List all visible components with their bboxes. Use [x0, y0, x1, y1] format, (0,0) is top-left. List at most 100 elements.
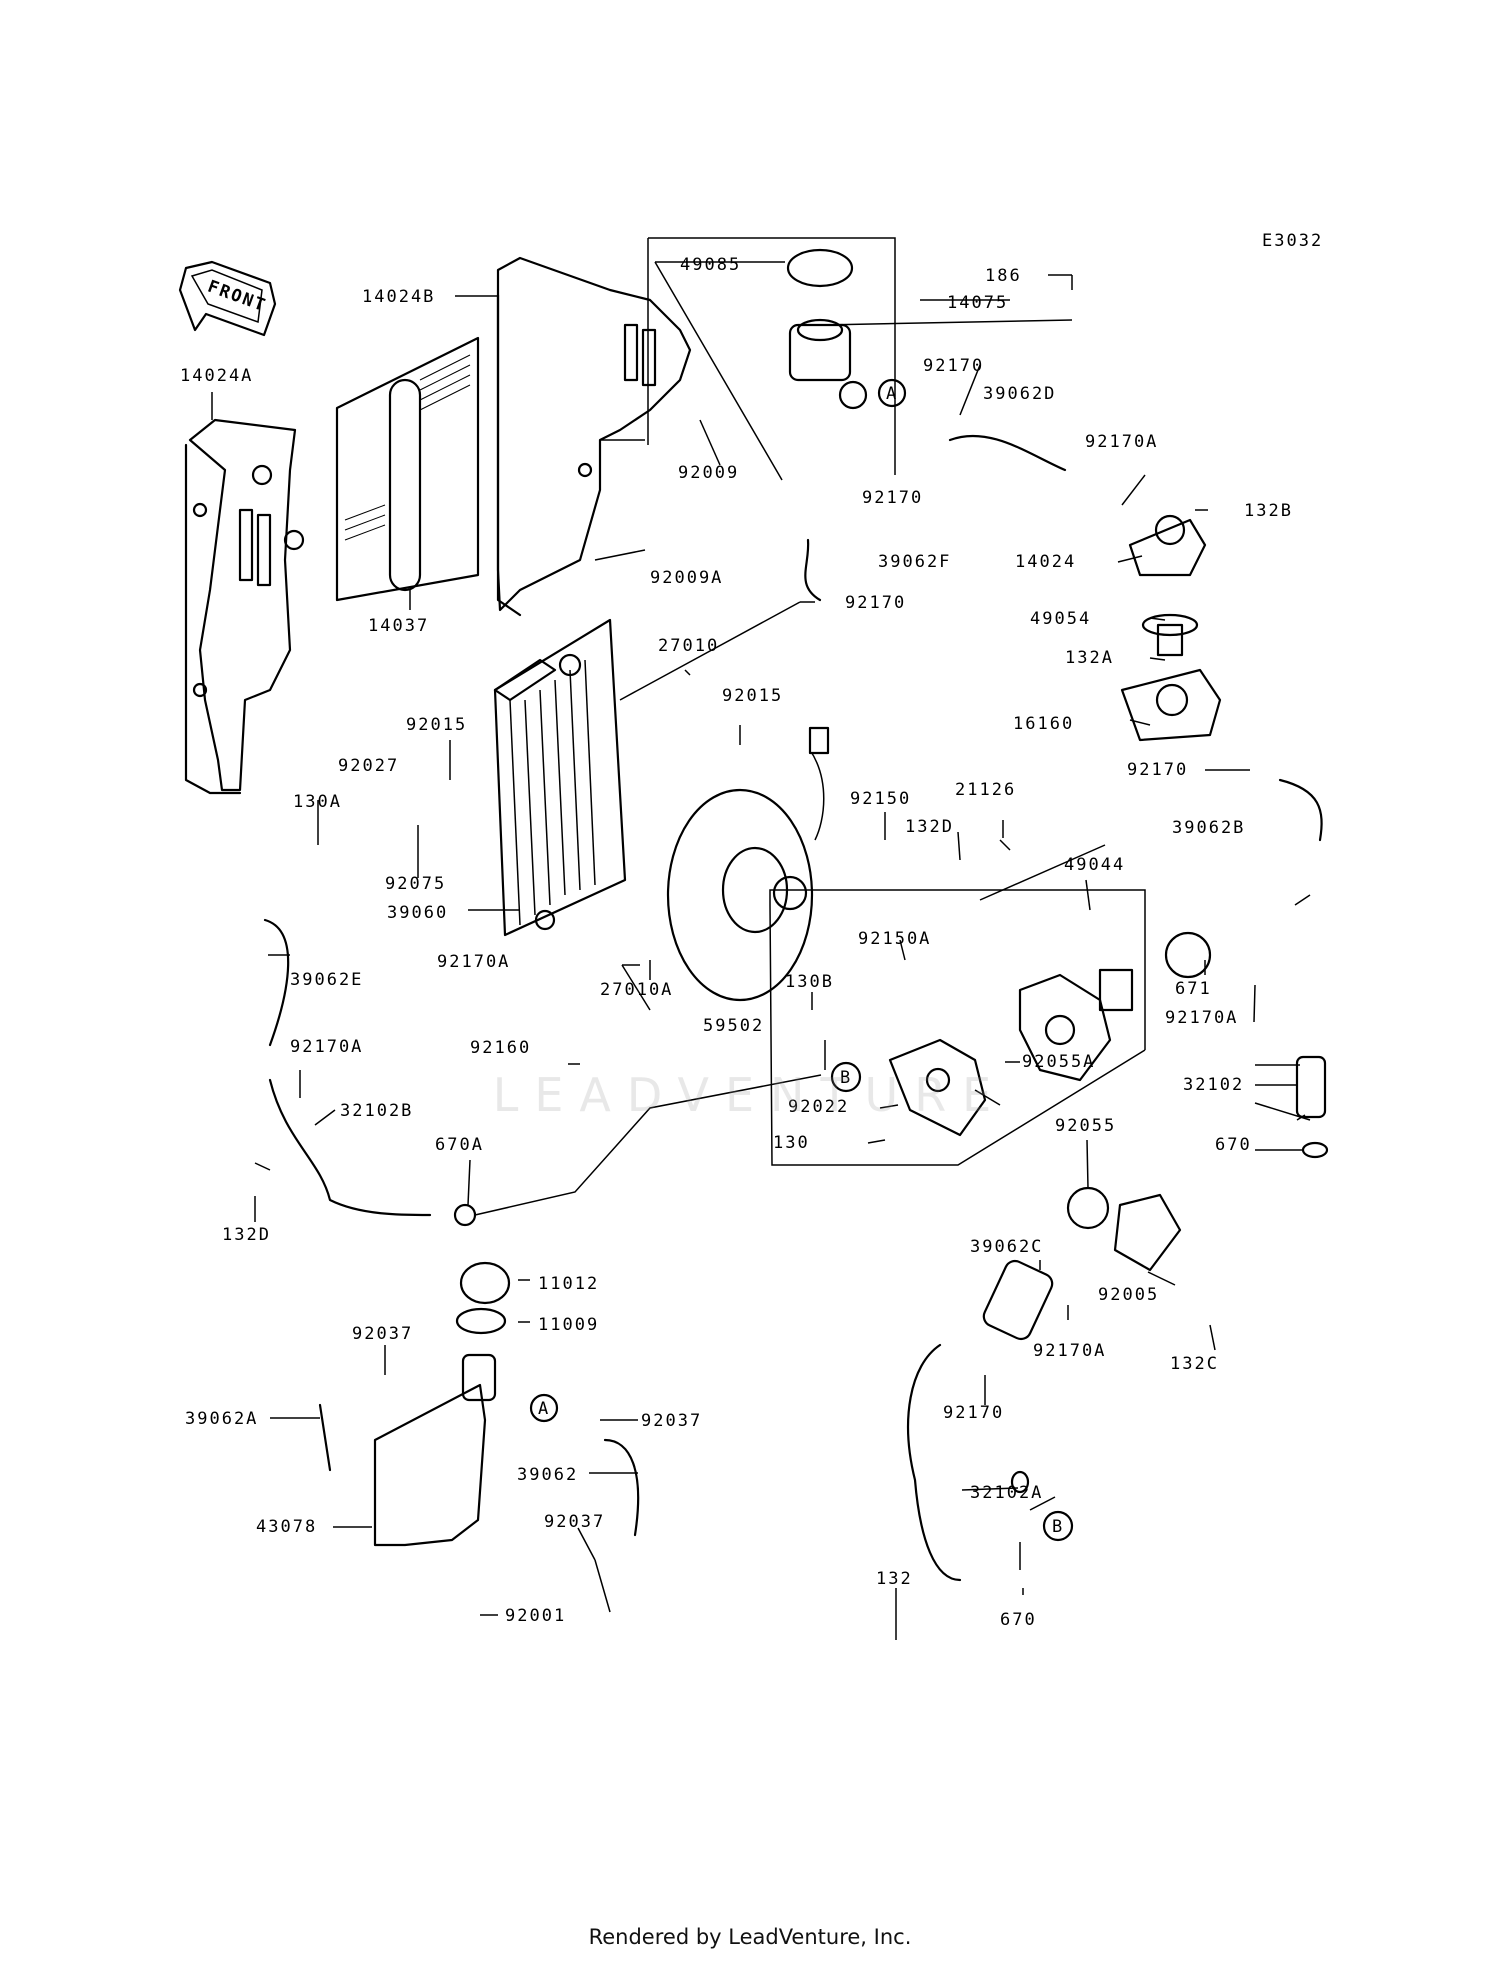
- pipe-32102: [1295, 1055, 1327, 1119]
- part-label-14024: 14024: [1015, 552, 1076, 572]
- leader-lines: [211, 237, 1311, 1640]
- part-label-39062C: 39062C: [970, 1237, 1043, 1257]
- diagram-code: E3032: [1262, 231, 1323, 251]
- part-labels: 14024B 49085 186 14075 14024A 92170 3906…: [180, 255, 1293, 1630]
- part-label-92170A-b: 92170A: [437, 952, 510, 972]
- svg-text:A: A: [886, 384, 898, 404]
- part-label-92170-b: 92170: [862, 488, 923, 508]
- part-label-39062A: 39062A: [185, 1409, 258, 1429]
- svg-text:B: B: [1052, 1517, 1064, 1537]
- o-ring-92055: [1066, 1186, 1110, 1230]
- part-label-39062B: 39062B: [1172, 818, 1245, 838]
- pipe-32102A: [907, 1343, 962, 1582]
- front-arrow-icon: FRONT: [178, 260, 277, 337]
- part-label-92015-b: 92015: [406, 715, 467, 735]
- part-label-27010: 27010: [658, 636, 719, 656]
- part-label-92170-a: 92170: [923, 356, 984, 376]
- hose-39062: [603, 1438, 640, 1537]
- part-label-21126: 21126: [955, 780, 1016, 800]
- part-label-39062: 39062: [517, 1465, 578, 1485]
- part-label-130: 130: [773, 1133, 810, 1153]
- part-label-11009: 11009: [538, 1315, 599, 1335]
- hose-39062B: [1278, 778, 1323, 842]
- hose-39062E: [263, 918, 290, 1047]
- shroud-left-14024A: [184, 418, 305, 795]
- part-label-49085: 49085: [680, 255, 741, 275]
- part-label-14024B: 14024B: [362, 287, 435, 307]
- part-label-27010A: 27010A: [600, 980, 673, 1000]
- part-label-92075: 92075: [385, 874, 446, 894]
- part-label-92037-c: 92037: [544, 1512, 605, 1532]
- part-label-132D-b: 132D: [222, 1225, 271, 1245]
- part-label-92160: 92160: [470, 1038, 531, 1058]
- thermostat-49054: [1141, 613, 1199, 657]
- part-label-92001: 92001: [505, 1606, 566, 1626]
- part-label-92055A: 92055A: [1022, 1052, 1095, 1072]
- part-label-92170-c: 92170: [845, 593, 906, 613]
- water-pump-49044: [1018, 931, 1212, 1082]
- part-label-39062F: 39062F: [878, 552, 951, 572]
- part-label-92009: 92009: [678, 463, 739, 483]
- part-label-92150A: 92150A: [858, 929, 931, 949]
- part-label-39062E: 39062E: [290, 970, 363, 990]
- part-label-39062D: 39062D: [983, 384, 1056, 404]
- part-label-671: 671: [1175, 979, 1212, 999]
- pipe-32102B: [268, 1078, 432, 1217]
- part-label-14075: 14075: [947, 293, 1008, 313]
- hose-39062F: [804, 538, 822, 602]
- reservoir-tank-43078: [373, 1261, 511, 1547]
- part-label-186: 186: [985, 266, 1022, 286]
- part-label-11012: 11012: [538, 1274, 599, 1294]
- thermostat-cover-14024: [1128, 514, 1207, 577]
- part-label-92170A-a: 92170A: [1085, 432, 1158, 452]
- radiator-screen-14037: [335, 336, 480, 602]
- part-label-92170-e: 92170: [943, 1403, 1004, 1423]
- part-label-32102B: 32102B: [340, 1101, 413, 1121]
- part-label-92170A-d: 92170A: [290, 1037, 363, 1057]
- hose-39062D: [948, 434, 1067, 472]
- fan-59502: [666, 726, 830, 1002]
- part-label-92037-a: 92037: [352, 1324, 413, 1344]
- callout-B-top: B: [830, 1061, 862, 1093]
- part-label-92005: 92005: [1098, 1285, 1159, 1305]
- part-label-132C: 132C: [1170, 1354, 1219, 1374]
- part-label-92055: 92055: [1055, 1116, 1116, 1136]
- shroud-right-14024B: [496, 256, 692, 617]
- part-label-130A: 130A: [293, 792, 342, 812]
- part-label-32102A: 32102A: [970, 1483, 1043, 1503]
- callout-A-top: A: [877, 378, 907, 408]
- part-label-670-b: 670: [1000, 1610, 1037, 1630]
- callout-A-bottom: A: [529, 1393, 559, 1423]
- part-label-92027: 92027: [338, 756, 399, 776]
- thermostat-housing-16160: [1120, 668, 1222, 742]
- o-ring-670A: [453, 1203, 477, 1227]
- part-label-132D-a: 132D: [905, 817, 954, 837]
- part-label-670A: 670A: [435, 1135, 484, 1155]
- part-label-92170A-e: 92170A: [1033, 1341, 1106, 1361]
- part-label-39060: 39060: [387, 903, 448, 923]
- part-label-92150: 92150: [850, 789, 911, 809]
- callout-B-bottom: B: [1042, 1510, 1074, 1542]
- part-label-92037-b: 92037: [641, 1411, 702, 1431]
- filler-neck-14075: [786, 248, 868, 410]
- part-label-92015-a: 92015: [722, 686, 783, 706]
- pump-cover-92055A: [888, 1038, 987, 1137]
- radiator-39060: [493, 618, 627, 937]
- o-ring-670-b: [1010, 1470, 1030, 1494]
- part-label-49044: 49044: [1064, 855, 1125, 875]
- part-label-132: 132: [876, 1569, 913, 1589]
- svg-text:A: A: [538, 1399, 550, 1419]
- part-label-14037: 14037: [368, 616, 429, 636]
- part-label-16160: 16160: [1013, 714, 1074, 734]
- part-label-43078: 43078: [256, 1517, 317, 1537]
- part-label-32102: 32102: [1183, 1075, 1244, 1095]
- part-label-92022: 92022: [788, 1097, 849, 1117]
- part-label-92170A-c: 92170A: [1165, 1008, 1238, 1028]
- part-label-132A: 132A: [1065, 648, 1114, 668]
- part-label-132B: 132B: [1244, 501, 1293, 521]
- part-label-92170-d: 92170: [1127, 760, 1188, 780]
- footer-credit: Rendered by LeadVenture, Inc.: [588, 1925, 912, 1949]
- hose-39062A: [318, 1403, 332, 1472]
- part-label-92009A: 92009A: [650, 568, 723, 588]
